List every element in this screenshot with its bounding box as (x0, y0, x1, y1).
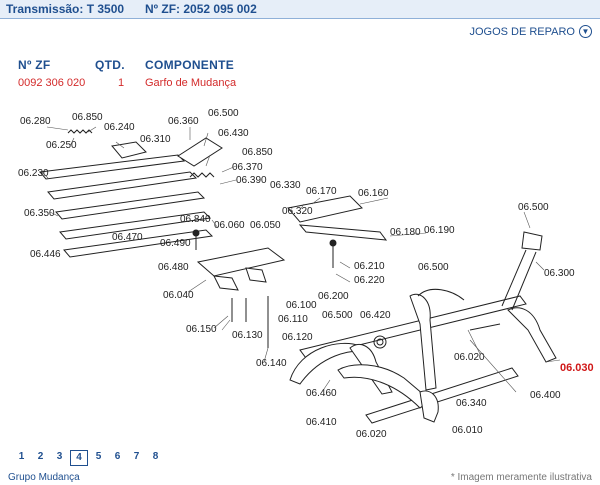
part-label: 06.130 (232, 330, 263, 341)
part-label: 06.050 (250, 220, 281, 231)
col-header-zf: Nº ZF (18, 58, 51, 72)
part-label: 06.500 (208, 108, 239, 119)
page-1[interactable]: 1 (18, 451, 25, 462)
page-2[interactable]: 2 (37, 451, 44, 462)
transmission-label: Transmissão: T 3500 (6, 2, 125, 16)
part-label: 06.010 (452, 425, 483, 436)
diagram-parts (39, 129, 557, 424)
pagination: 1 2 3 4 5 6 7 8 (12, 450, 165, 466)
part-label: 06.190 (424, 225, 455, 236)
part-label: 06.280 (20, 116, 51, 127)
part-label: 06.200 (318, 291, 349, 302)
part-label: 06.110 (278, 314, 308, 325)
leader-lines (41, 126, 561, 393)
row-qty-value: 1 (118, 77, 125, 89)
page-7[interactable]: 7 (133, 451, 140, 462)
part-label: 06.020 (356, 429, 387, 440)
part-label: 06.850 (242, 147, 273, 158)
part-label: 06.020 (454, 352, 485, 363)
part-label: 06.150 (186, 324, 217, 335)
part-label: 06.430 (218, 128, 249, 139)
row-zf-value[interactable]: 0092 306 020 (18, 77, 86, 89)
page-4-active[interactable]: 4 (70, 450, 88, 466)
illustrative-note: * Imagem meramente ilustrativa (450, 472, 592, 483)
part-label: 06.446 (30, 249, 61, 260)
top-bar: Transmissão: T 3500 Nº ZF: 2052 095 002 (0, 0, 600, 19)
part-label: 06.500 (518, 202, 549, 213)
part-label: 06.350 (24, 208, 55, 219)
part-label: 06.370 (232, 162, 263, 173)
part-label: 06.060 (214, 220, 245, 231)
part-label: 06.220 (354, 275, 385, 286)
part-label: 06.840 (180, 214, 211, 225)
part-label: 06.320 (282, 206, 313, 217)
part-label: 06.850 (72, 112, 103, 123)
part-label: 06.470 (112, 232, 143, 243)
part-label: 06.140 (256, 358, 287, 369)
part-label: 06.500 (322, 310, 353, 321)
part-label: 06.170 (306, 186, 337, 197)
part-label: 06.160 (358, 188, 389, 199)
page-3[interactable]: 3 (56, 451, 63, 462)
row-component-value[interactable]: Garfo de Mudança (145, 77, 237, 89)
part-label: 06.120 (282, 332, 313, 343)
part-label: 06.490 (160, 238, 191, 249)
repair-kits-link[interactable]: JOGOS DE REPARO ▼ (469, 25, 592, 38)
part-label: 06.180 (390, 227, 421, 238)
page-8[interactable]: 8 (152, 451, 159, 462)
col-header-component: COMPONENTE (145, 58, 235, 72)
part-label[interactable]: 06.030 (560, 362, 594, 374)
part-label: 06.210 (354, 261, 385, 272)
repair-kits-label: JOGOS DE REPARO (469, 25, 575, 38)
part-label: 06.480 (158, 262, 189, 273)
part-label: 06.310 (140, 134, 171, 145)
zf-number-label: Nº ZF: 2052 095 002 (145, 2, 257, 16)
part-label: 06.250 (46, 140, 77, 151)
part-label: 06.420 (360, 310, 391, 321)
page-6[interactable]: 6 (114, 451, 121, 462)
part-label: 06.040 (163, 290, 194, 301)
part-label: 06.500 (418, 262, 449, 273)
arrow-down-circle-icon: ▼ (579, 25, 592, 38)
part-label: 06.240 (104, 122, 135, 133)
col-header-qty: QTD. (95, 58, 125, 72)
page-5[interactable]: 5 (95, 451, 102, 462)
part-label: 06.230 (18, 168, 49, 179)
part-label: 06.410 (306, 417, 337, 428)
part-label: 06.300 (544, 268, 575, 279)
part-label: 06.330 (270, 180, 301, 191)
part-label: 06.460 (306, 388, 337, 399)
part-label: 06.390 (236, 175, 267, 186)
part-label: 06.360 (168, 116, 199, 127)
part-label: 06.340 (456, 398, 487, 409)
group-link[interactable]: Grupo Mudança (8, 472, 80, 483)
part-label: 06.400 (530, 390, 561, 401)
part-label: 06.100 (286, 300, 317, 311)
